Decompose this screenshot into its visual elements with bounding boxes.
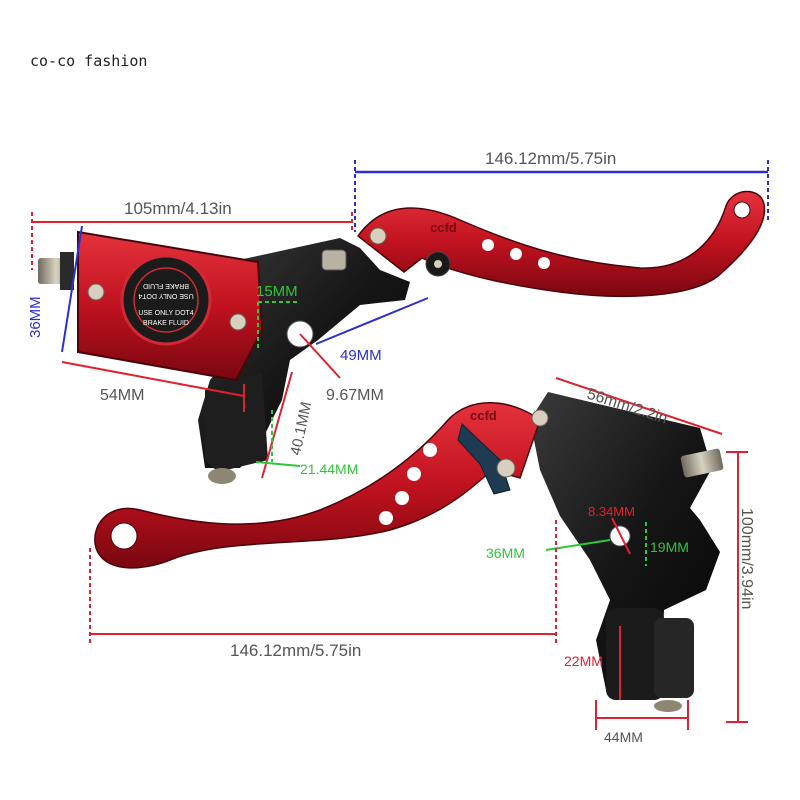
label-bottom-mount-width: 36MM: [486, 545, 525, 561]
top-lever: [356, 190, 766, 298]
cable-adjuster: [680, 448, 724, 478]
cap-text-1: BRAKE FLUID: [143, 282, 189, 289]
bottom-lever-hole-1: [407, 467, 421, 481]
dim-line-bottom-hole: [611, 517, 631, 555]
body-hex-bolt: [321, 249, 347, 271]
label-bottom-mount-height: 19MM: [650, 539, 689, 555]
cap-text-4: BRAKE FLUID: [143, 320, 189, 327]
label-reservoir-height: 36MM: [27, 296, 44, 338]
cylinder-bottom-nut: [208, 468, 236, 484]
bottom-lever-hole-3: [379, 511, 393, 525]
label-base-width: 54MM: [100, 387, 144, 404]
dim-line-base-width: [61, 361, 245, 397]
reservoir-screw-right: [229, 313, 247, 331]
top-lever-pivot-screw: [369, 227, 387, 245]
brand-watermark: co-co fashion: [30, 52, 148, 70]
brake-master-cylinder: BRAKE FLUID USE ONLY DOT4 USE ONLY DOT4 …: [38, 190, 766, 484]
label-clamp-width: 21.44MM: [300, 461, 358, 477]
label-bottom-hole: 8.34MM: [588, 504, 635, 519]
label-clamp-length: 44MM: [604, 729, 643, 745]
label-bottom-lever-length: 146.12mm/5.75in: [230, 641, 361, 660]
label-hole-diameter: 9.67MM: [326, 387, 384, 404]
dim-line-reservoir-height: [61, 225, 83, 353]
dim-line-head-width: [555, 377, 723, 435]
reservoir-cap: [120, 254, 212, 346]
label-clamp-diameter: 22MM: [564, 653, 603, 669]
bottom-adjuster-arm: [457, 423, 511, 495]
top-lever-hole-1: [482, 239, 494, 251]
bottom-lever-pivot-screw: [531, 409, 549, 427]
reservoir-cap-ring: [133, 267, 199, 333]
bottom-lever-hole-4: [423, 443, 437, 457]
bottom-lever-logo: ccfd: [470, 408, 497, 423]
top-lever-hole-2: [510, 248, 522, 260]
label-hole-width: 15MM: [256, 283, 298, 300]
reservoir-screw-left: [87, 283, 105, 301]
banjo-nut: [60, 252, 74, 290]
dim-line-body-height: [261, 371, 293, 479]
label-top-lever-length: 146.12mm/5.75in: [485, 149, 616, 168]
cap-text-3: USE ONLY DOT4: [138, 310, 193, 317]
clamp-cap: [654, 618, 694, 698]
bottom-lever-end-hole: [110, 522, 138, 550]
cap-text-2: USE ONLY DOT4: [138, 292, 193, 299]
bottom-lever: [94, 402, 541, 569]
dimension-lines: [31, 160, 769, 730]
label-top-body-length: 105mm/4.13in: [124, 199, 232, 218]
bottom-adjuster-screw: [496, 458, 516, 478]
bottom-lever-hole-2: [395, 491, 409, 505]
label-body-height: 40.1MM: [287, 400, 315, 457]
clamp-bolt: [654, 700, 682, 712]
label-bottom-height: 100mm/3.94in: [738, 508, 755, 609]
cylinder-bottom: [205, 372, 268, 472]
label-mount-length: 49MM: [340, 347, 382, 364]
top-lever-hole-3: [538, 257, 550, 269]
dim-line-mount-length: [315, 297, 429, 345]
top-adjuster-center: [434, 260, 442, 268]
top-lever-logo: ccfd: [430, 220, 457, 235]
dim-line-clamp-width: [255, 461, 301, 467]
top-lever-end-hole: [733, 201, 751, 219]
dim-line-hole-diameter: [299, 333, 341, 379]
